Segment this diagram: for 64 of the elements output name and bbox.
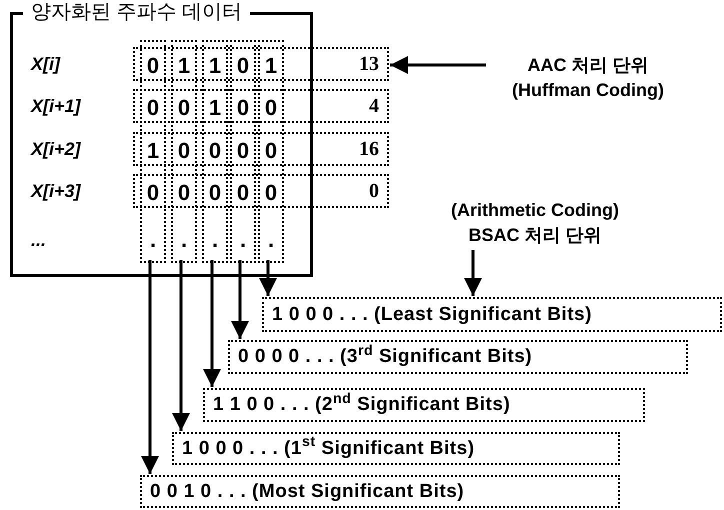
bit-column-box [202,40,228,263]
bit-value: 0 [176,95,192,121]
coefficient-value: 16 [359,137,379,162]
bit-plane-box [228,340,688,374]
row-label: X[i+2] [31,138,81,160]
bit-value: 0 [264,180,278,206]
coefficient-value: 13 [359,52,379,77]
bit-plane-text: 1 1 0 0 . . . (2$^{nd}$ Significant Bits) [213,393,510,417]
ellipsis-dot: . [180,227,188,253]
unit-label: AAC 처리 단위 [528,54,648,77]
bit-plane-text: 1 0 0 0 . . . (Least Significant Bits) [272,302,592,326]
ellipsis-dot: . [238,227,248,253]
row-label: X[i+3] [31,180,81,202]
row-label: X[i] [31,53,60,75]
bit-plane-box [203,388,645,422]
bit-value: 1 [208,95,222,121]
ellipsis-dot: . [266,227,276,253]
bit-value: 1 [264,53,278,79]
row-box [133,174,389,208]
arrow [172,260,190,431]
row-label: X[i+1] [31,95,81,117]
bit-value: 1 [208,53,222,79]
row-box [133,132,389,166]
coefficient-value: 0 [369,179,379,204]
arrow [259,260,277,296]
ellipsis-dot: . [148,227,158,253]
bit-value: 0 [146,53,160,79]
bit-value: 0 [236,180,250,206]
arrow [390,56,486,74]
bit-plane-text: 0 0 1 0 . . . (Most Significant Bits) [150,480,464,504]
bit-value: 0 [264,138,278,164]
row-box [133,89,389,123]
bit-value: 0 [208,138,222,164]
row-box [133,47,389,81]
arrow [141,260,159,474]
arrow [231,260,249,339]
bit-value: 1 [146,138,160,164]
bit-value: 0 [176,180,192,206]
bit-value: 0 [236,95,250,121]
bit-plane-box [140,475,620,508]
ellipsis-dot: . [210,227,220,253]
unit-label: BSAC 처리 단위 [468,224,602,247]
unit-label: (Arithmetic Coding) [451,199,619,222]
bit-plane-box [172,432,620,465]
bit-column-box [230,40,256,263]
bit-value: 0 [208,180,222,206]
bit-value: 1 [176,53,192,79]
arrow [464,250,482,296]
bit-value: 0 [146,180,160,206]
arrow [203,260,221,387]
bit-plane-text: 0 0 0 0 . . . (3$^{rd}$ Significant Bits) [238,345,532,369]
bit-value: 0 [264,95,278,121]
bit-plane-box [262,297,722,332]
bit-value: 0 [236,53,250,79]
coefficient-value: 4 [369,94,379,119]
bit-column-box [140,40,166,263]
bit-column-box [258,40,284,263]
row-label: ... [31,229,46,251]
bit-plane-text: 1 0 0 0 . . . (1$^{st}$ Significant Bits) [182,436,475,460]
bit-value: 0 [236,138,250,164]
bit-value: 0 [146,95,160,121]
bit-column-box [171,40,197,263]
bit-value: 0 [176,138,192,164]
unit-label: (Huffman Coding) [512,79,664,102]
